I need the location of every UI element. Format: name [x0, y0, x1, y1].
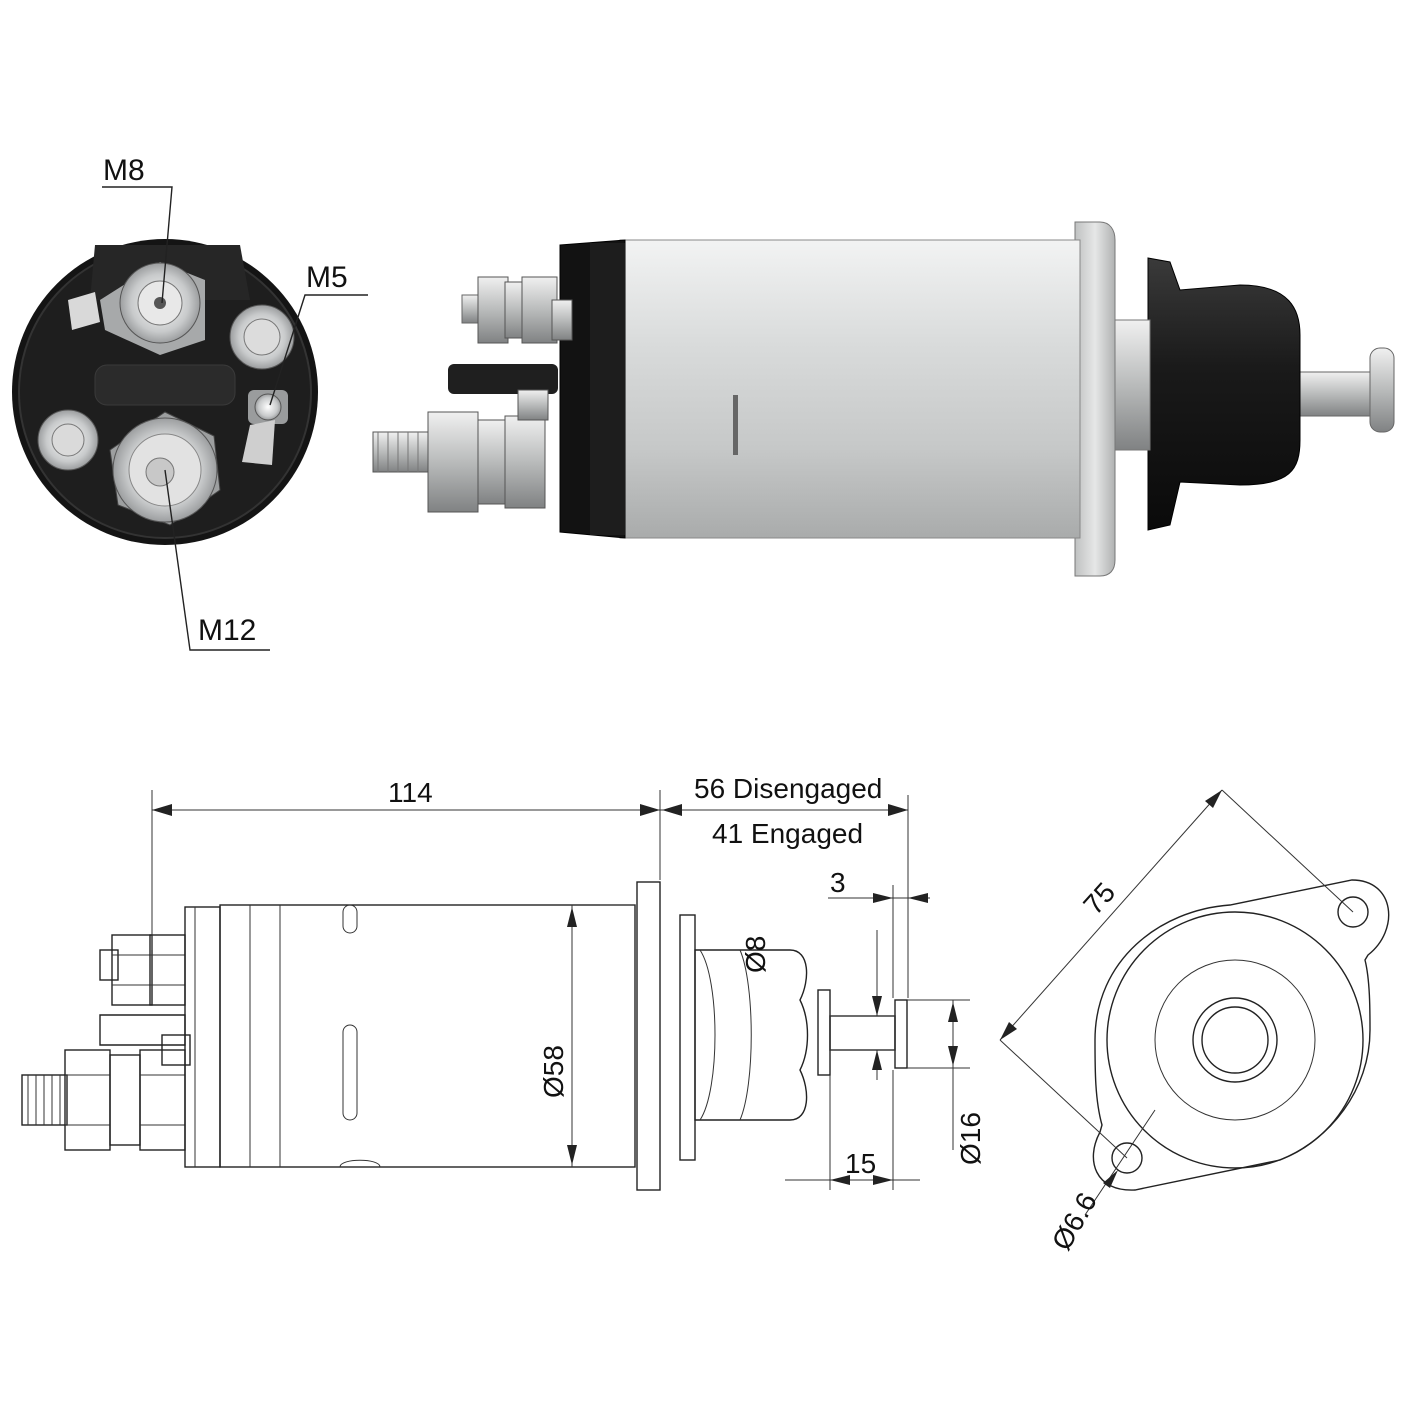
- flange-end-view: [999, 789, 1390, 1216]
- dimension-lines: [151, 790, 970, 1190]
- side-view-drawing: [21, 881, 908, 1191]
- dim-body-diameter: Ø58: [538, 1045, 569, 1098]
- label-m5: M5: [306, 261, 348, 294]
- dim-shaft-diameter: Ø8: [740, 936, 771, 973]
- dim-flange-span: 75: [1077, 877, 1121, 921]
- dim-head-diameter: Ø16: [955, 1112, 986, 1165]
- dim-length: 114: [388, 777, 433, 808]
- lower-terminal-stack: [372, 389, 549, 513]
- m8-terminal: [68, 262, 205, 355]
- m5-terminal: [242, 390, 288, 465]
- solenoid-side-photo: [372, 221, 1395, 577]
- label-m12: M12: [198, 614, 256, 647]
- dim-disengaged: 56 Disengaged: [694, 773, 882, 804]
- dim-shaft-length: 15: [845, 1148, 876, 1179]
- label-m8: M8: [103, 154, 145, 187]
- upper-terminal-stack: [461, 276, 573, 344]
- terminal-end-view: [12, 186, 368, 651]
- dim-hole-diameter: Ø6.6: [1046, 1187, 1103, 1255]
- dim-gap: 3: [830, 867, 846, 898]
- dim-engaged: 41 Engaged: [712, 818, 863, 849]
